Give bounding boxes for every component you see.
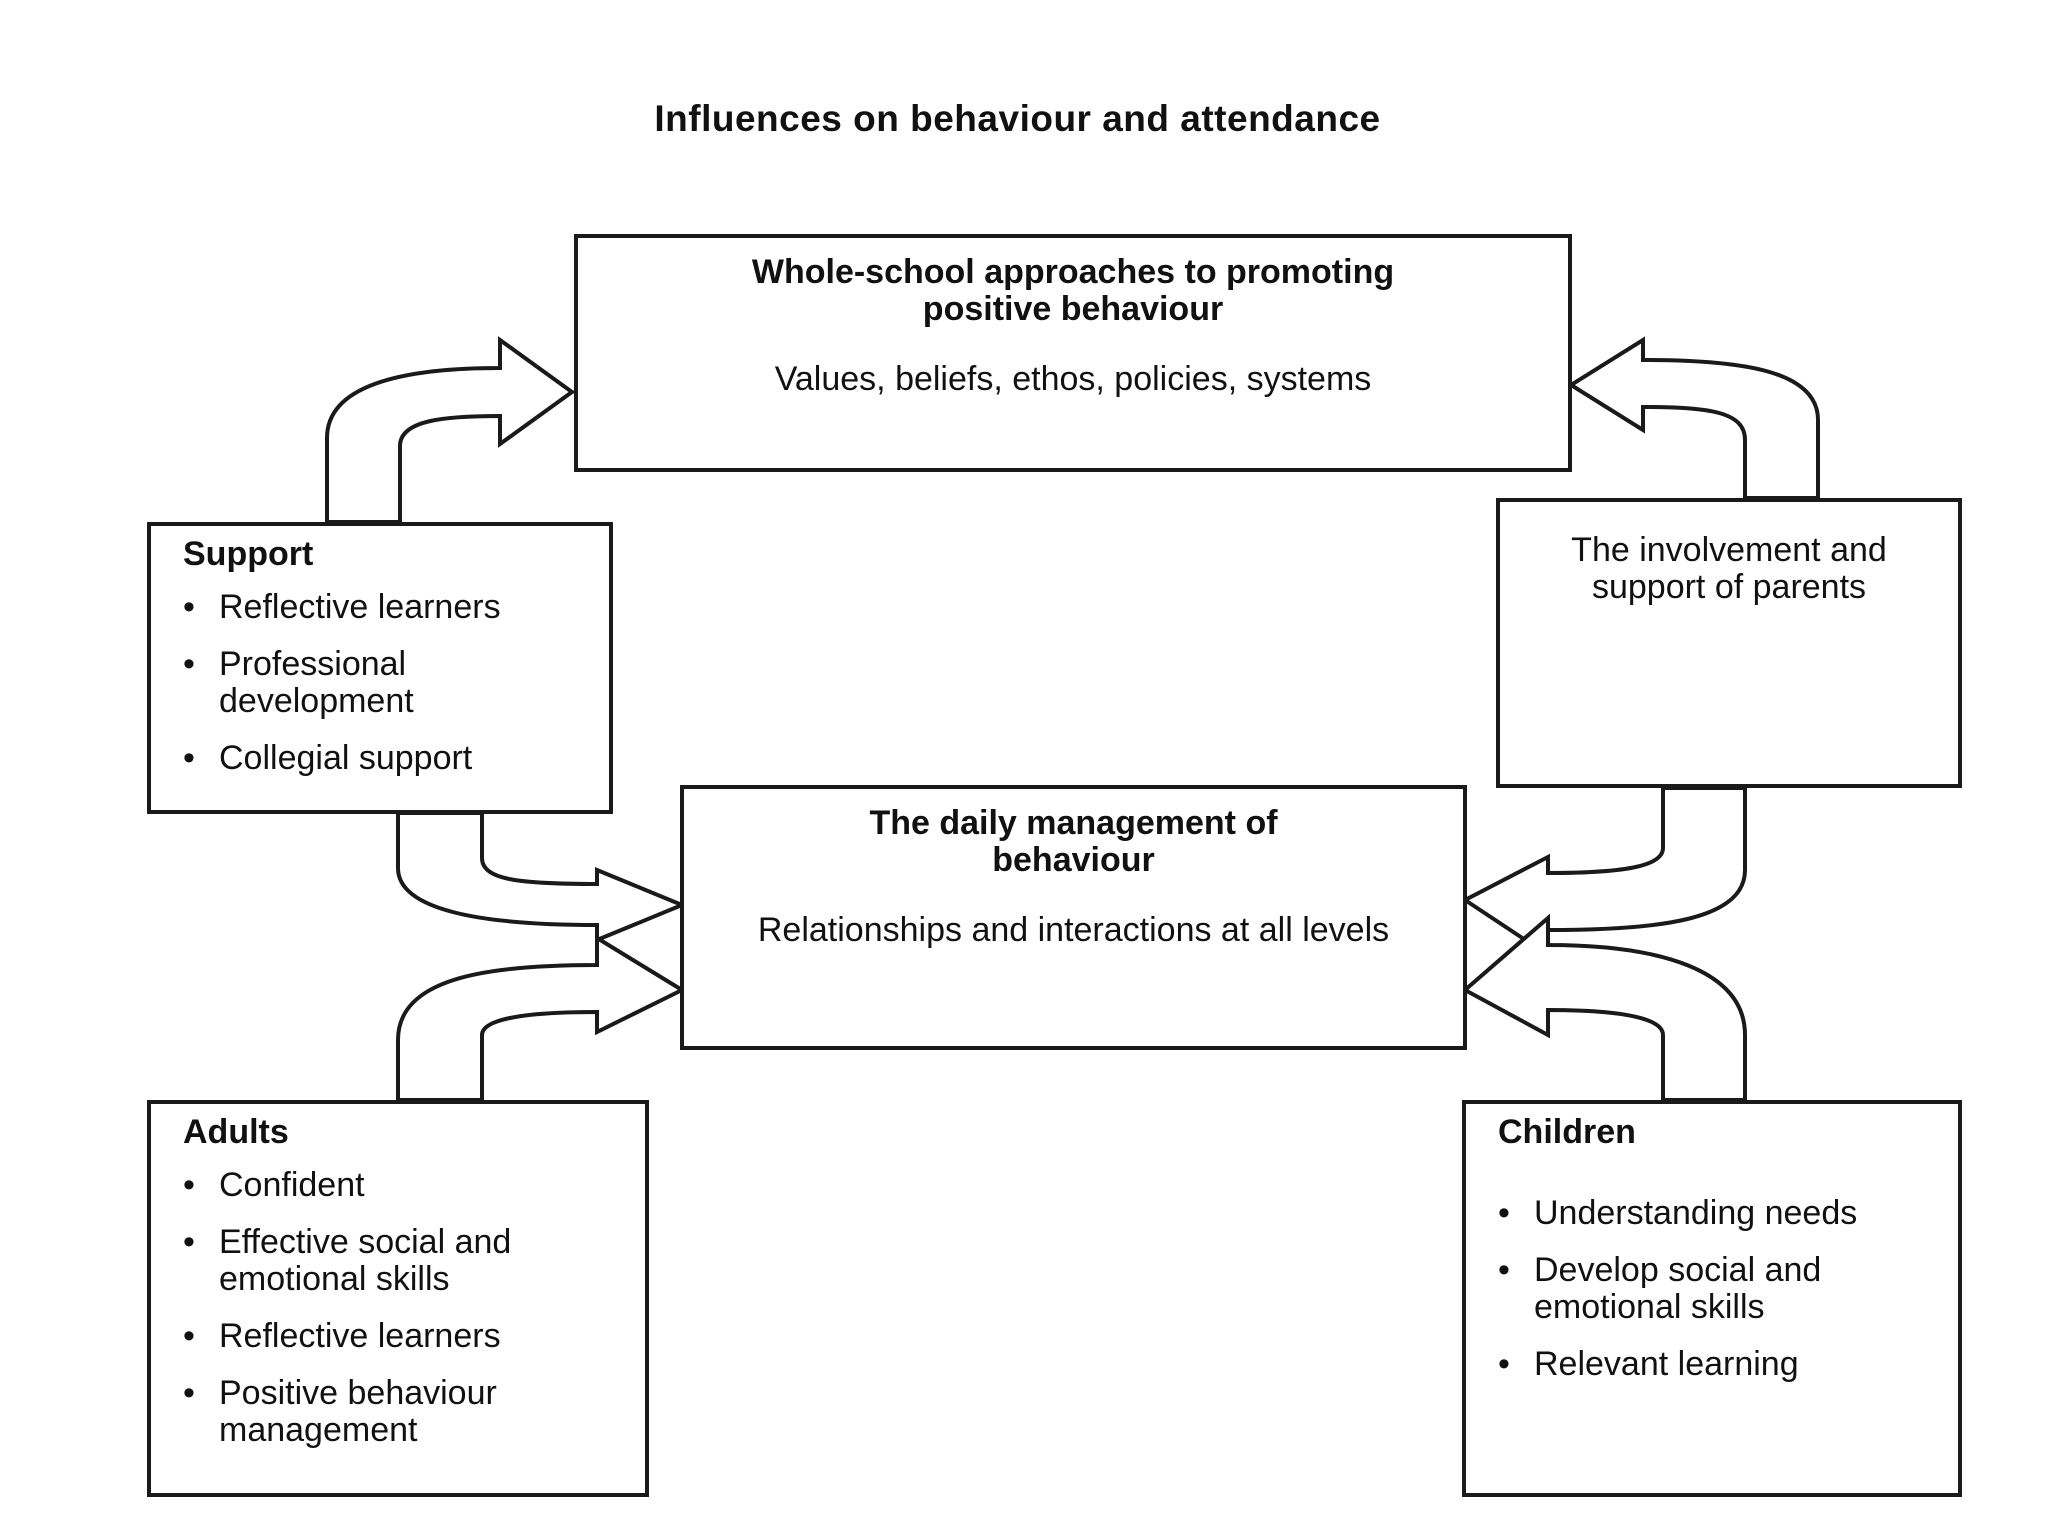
arrow-support-to-whole-school <box>325 336 576 524</box>
list-item: • Professional development <box>183 646 589 720</box>
arrow-parents-to-whole-school <box>1567 336 1820 500</box>
bullet-icon: • <box>183 739 195 777</box>
bullet-icon: • <box>183 1317 195 1355</box>
list-item: • Effective social and emotional skills <box>183 1224 625 1298</box>
bullet-icon: • <box>183 588 195 626</box>
adults-heading: Adults <box>183 1113 289 1151</box>
list-item: • Collegial support <box>183 740 589 777</box>
support-item-label: Professional development <box>219 645 414 720</box>
bullet-icon: • <box>1498 1251 1510 1289</box>
parents-box: The involvement and support of parents <box>1496 498 1962 788</box>
whole-school-box: Whole-school approaches to promoting pos… <box>574 234 1572 472</box>
list-item: • Reflective learners <box>183 1318 625 1355</box>
adults-list: • Confident • Effective social and emotion… <box>183 1167 625 1449</box>
list-item: • Relevant learning <box>1498 1346 1938 1383</box>
children-item-label: Understanding needs <box>1534 1194 1858 1232</box>
adults-item-label: Effective social and emotional skills <box>219 1223 512 1298</box>
parents-text: The involvement and support of parents <box>1571 531 1887 606</box>
arrow-children-to-daily-management <box>1461 913 1747 1102</box>
support-box: Support • Reflective learners • Profession… <box>147 522 613 814</box>
daily-management-box: The daily management of behaviour Relati… <box>680 785 1467 1050</box>
arrow-adults-to-daily-management <box>396 934 687 1102</box>
whole-school-heading: Whole-school approaches to promoting pos… <box>751 253 1395 328</box>
children-heading: Children <box>1498 1113 1636 1151</box>
list-item: • Develop social and emotional skills <box>1498 1252 1938 1326</box>
adults-item-label: Confident <box>219 1166 365 1204</box>
bullet-icon: • <box>1498 1345 1510 1383</box>
adults-item-label: Reflective learners <box>219 1317 501 1355</box>
support-item-label: Reflective learners <box>219 588 501 626</box>
bullet-icon: • <box>1498 1194 1510 1232</box>
list-item: • Positive behaviour management <box>183 1375 625 1449</box>
arrow-parents-to-daily-management <box>1461 786 1747 959</box>
support-heading: Support <box>183 535 314 573</box>
children-item-label: Develop social and emotional skills <box>1534 1251 1822 1326</box>
children-box: Children • Understanding needs • Develop s… <box>1462 1100 1962 1497</box>
whole-school-subtext: Values, beliefs, ethos, policies, system… <box>774 360 1372 398</box>
bullet-icon: • <box>183 1223 195 1261</box>
bullet-icon: • <box>183 1374 195 1412</box>
list-item: • Confident <box>183 1167 625 1204</box>
bullet-icon: • <box>183 1166 195 1204</box>
daily-management-subtext: Relationships and interactions at all le… <box>757 911 1390 949</box>
arrow-support-to-daily-management <box>396 811 688 943</box>
adults-box: Adults • Confident • Effective social and … <box>147 1100 649 1497</box>
diagram-title: Influences on behaviour and attendance <box>654 98 1381 139</box>
daily-management-heading: The daily management of behaviour <box>869 804 1278 879</box>
support-item-label: Collegial support <box>219 739 473 777</box>
list-item: • Understanding needs <box>1498 1195 1938 1232</box>
list-item: • Reflective learners <box>183 589 589 626</box>
support-list: • Reflective learners • Professional devel… <box>183 589 589 777</box>
children-item-label: Relevant learning <box>1534 1345 1799 1383</box>
bullet-icon: • <box>183 645 195 683</box>
adults-item-label: Positive behaviour management <box>219 1374 497 1449</box>
children-list: • Understanding needs • Develop social and… <box>1498 1195 1938 1383</box>
